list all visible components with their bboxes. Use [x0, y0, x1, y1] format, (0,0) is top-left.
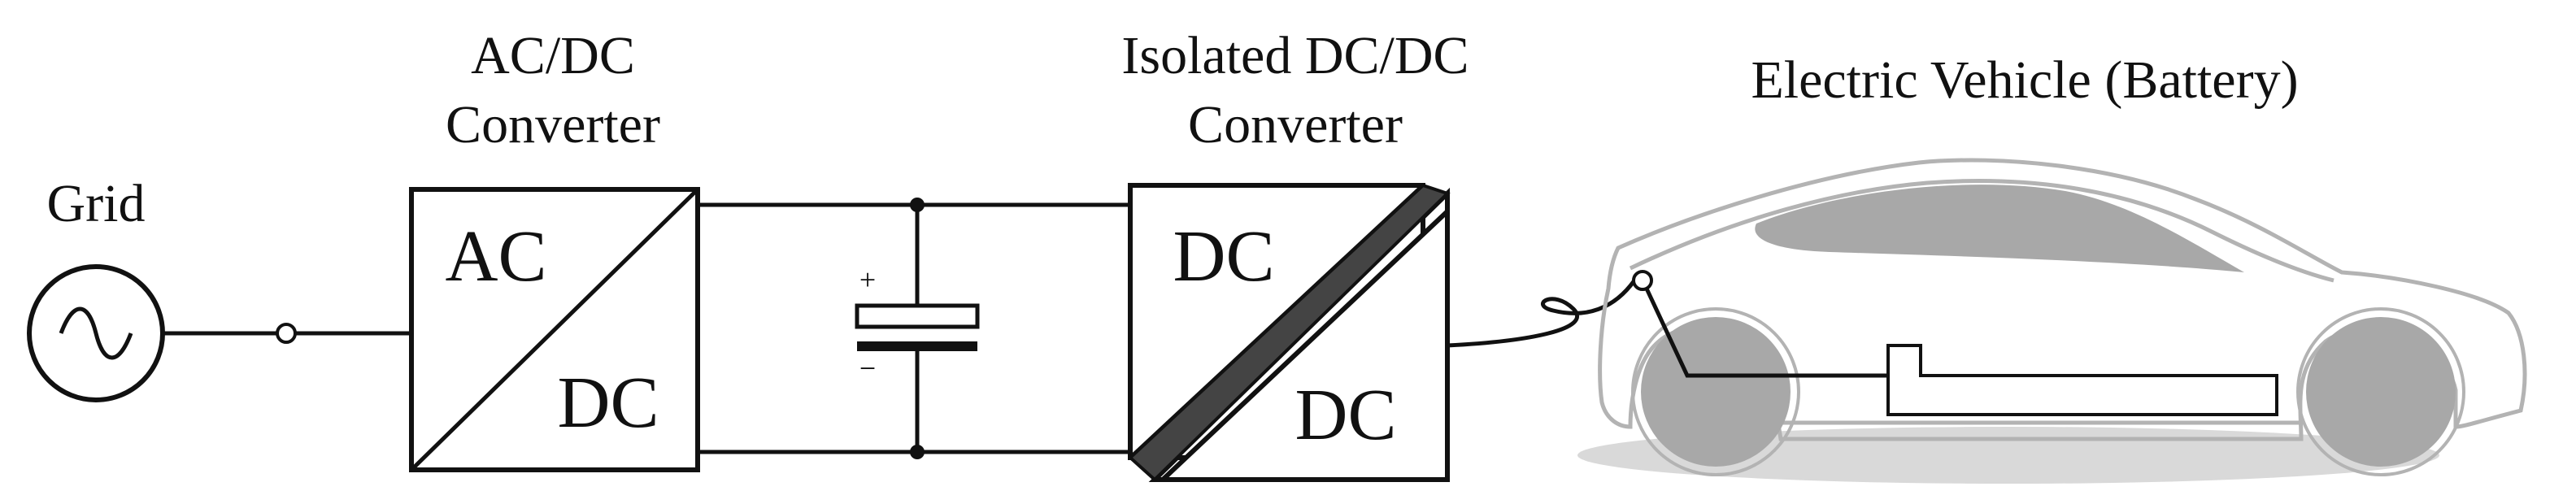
charge-port-terminal — [1632, 270, 1653, 291]
capacitor-icon — [855, 205, 980, 452]
acdc-output-label: DC — [557, 363, 659, 443]
ev-title: Electric Vehicle (Battery) — [1751, 50, 2298, 110]
acdc-converter-block — [409, 187, 700, 472]
dcdc-title-line1: Isolated DC/DC — [1121, 26, 1469, 85]
charge-port-to-battery-wire — [1644, 287, 1888, 378]
grid-label: Grid — [47, 174, 146, 233]
dcdc-input-label: DC — [1173, 216, 1274, 297]
acdc-input-label: AC — [445, 216, 546, 297]
acdc-title-line2: Converter — [446, 95, 660, 154]
dcdc-title-line2: Converter — [1188, 95, 1403, 154]
grid-terminal — [276, 323, 297, 344]
acdc-title-line1: AC/DC — [471, 26, 635, 85]
ac-source-icon — [27, 264, 165, 402]
capacitor-plus-label: + — [859, 263, 876, 296]
battery-pack-icon — [1886, 344, 2278, 416]
charging-cable — [1447, 279, 1637, 348]
electric-car-icon — [1577, 158, 2527, 484]
capacitor-minus-label: − — [859, 352, 876, 385]
isolated-dcdc-converter-block — [1128, 183, 1451, 482]
dcdc-output-label: DC — [1295, 375, 1396, 455]
